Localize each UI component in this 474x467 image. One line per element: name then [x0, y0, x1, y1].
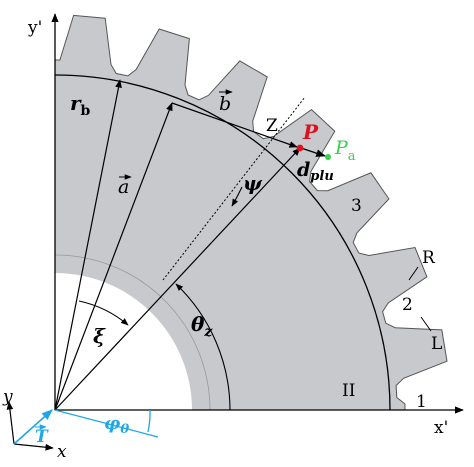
phi-reference-line: [54, 409, 159, 438]
L-label: L: [431, 334, 442, 354]
tooth-2-label: 2: [402, 295, 413, 315]
y-prime-label: y': [27, 18, 42, 38]
r-label: rb: [70, 91, 91, 119]
local-y-axis: [6, 401, 15, 445]
P-label: P: [302, 120, 319, 144]
vector-b: [171, 102, 298, 148]
point-P-a: [325, 154, 331, 160]
angle-xi-arc: [78, 300, 129, 326]
psi-label: ψ: [243, 171, 263, 195]
P-a-label: Pa: [334, 137, 356, 164]
local-x-axis: [13, 443, 54, 451]
x-prime-label: x': [434, 418, 448, 438]
bore-rim: [54, 254, 211, 411]
tooth-symmetry-line: [162, 96, 306, 281]
local-y-label: y: [2, 387, 13, 407]
local-x-label: x: [57, 442, 67, 462]
point-P: [296, 144, 304, 152]
II-label: II: [342, 381, 355, 401]
xi-label: ξ: [93, 324, 106, 348]
tooth-3-label: 3: [351, 196, 362, 216]
radial-line-to-P: [54, 147, 301, 411]
gear-bore: [55, 273, 192, 410]
base-circle-arc: [54, 74, 391, 411]
tooth-1-label: 1: [416, 392, 427, 412]
d-plu-label: dplu: [297, 159, 334, 184]
angle-theta-arc: [175, 283, 231, 411]
angle-phi-arc: [147, 409, 151, 433]
theta-z-label: θz: [191, 312, 213, 340]
b-label: b: [219, 93, 231, 115]
angle-psi-arc: [231, 186, 243, 207]
phi-0-label: φ0: [104, 413, 129, 437]
vector-r-b: [54, 79, 122, 411]
R-label: R: [422, 248, 436, 268]
leader-L: [420, 316, 432, 332]
vector-a: [54, 102, 173, 411]
leader-R: [408, 266, 419, 281]
a-label: a: [118, 176, 129, 198]
vector-d-plu: [300, 147, 326, 157]
gear-body: [54, 14, 448, 411]
T-label: T: [35, 427, 49, 447]
vector-T: [13, 409, 53, 445]
Z-label: Z: [266, 116, 278, 136]
